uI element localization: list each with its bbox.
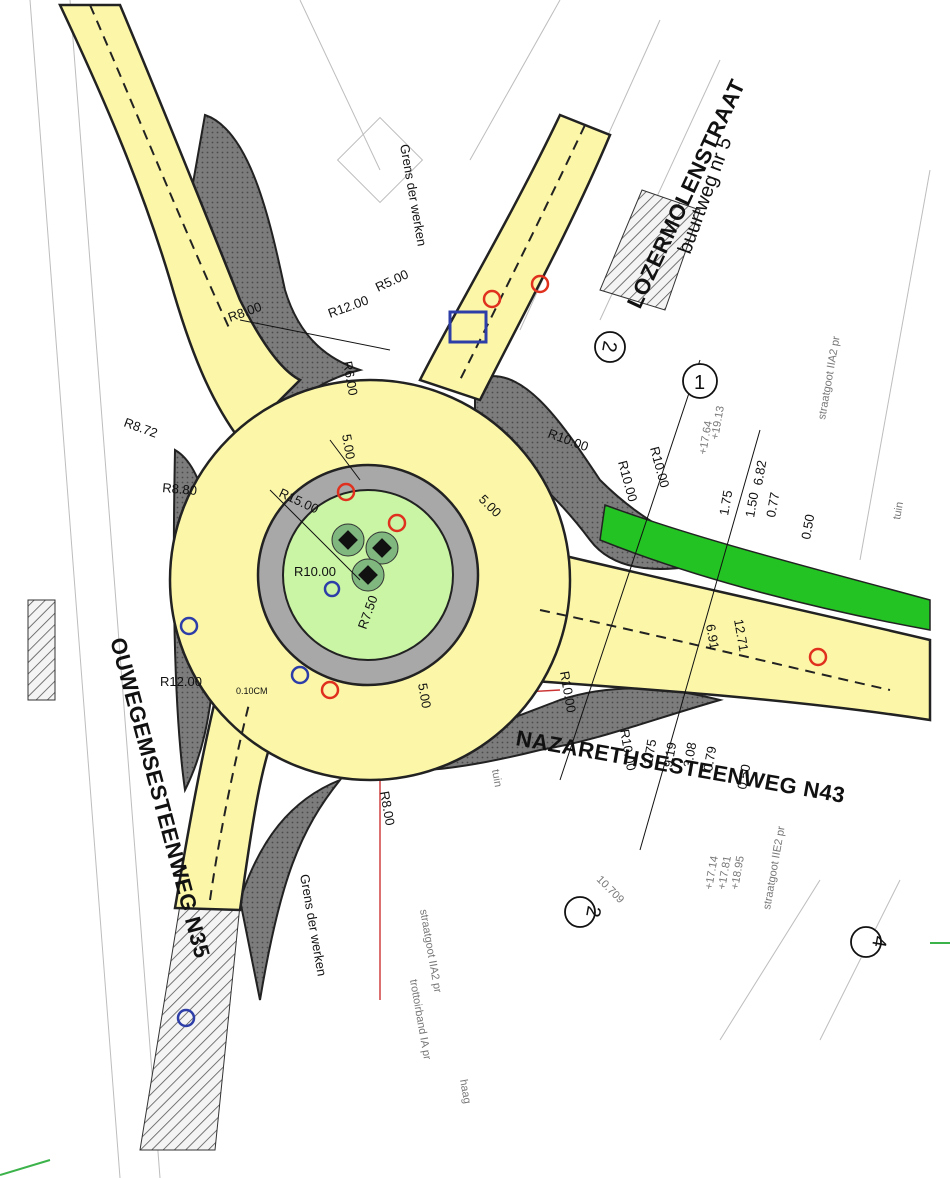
dim-r12-w: R12.00 — [160, 674, 202, 689]
callout-4: 4 — [850, 926, 891, 958]
dim-0-10: 0.10CM — [236, 686, 268, 696]
svg-text:2: 2 — [581, 904, 605, 919]
works-boundary-label-top: Grens der werken — [397, 143, 430, 247]
dim-w500-n: 5.00 — [339, 433, 358, 461]
trees — [331, 523, 399, 592]
dim-e1271: 12.71 — [731, 618, 751, 653]
dim-e691: 6.91 — [703, 623, 722, 651]
gutter-label-3: straatgoot IIE2 pr — [761, 825, 788, 911]
dim-e077: 0.77 — [763, 491, 782, 519]
level-label-6: 10.709 — [594, 874, 626, 906]
dim-s050: 0.50 — [734, 763, 753, 791]
dim-r10-s: R10.00 — [617, 728, 639, 772]
lane-dashes — [89, 4, 891, 901]
garden-label-2: tuin — [489, 768, 504, 788]
dim-s308: 3.08 — [680, 741, 699, 769]
dim-r872: R8.72 — [122, 415, 160, 441]
level-label-1: +19.13 — [709, 405, 727, 441]
boundary-tick-left — [0, 1159, 51, 1176]
callout-1: 1 — [682, 363, 718, 399]
hedge-label: haag — [457, 1078, 473, 1104]
dim-e150: 1.50 — [742, 491, 761, 519]
level-label-2: +17.64 — [697, 420, 715, 456]
markers-blue — [176, 310, 488, 1028]
dimension-lines — [239, 319, 761, 851]
curb-label: trottoirband IA pr — [407, 978, 433, 1061]
dim-r5: R5.00 — [373, 266, 411, 294]
dim-r8-sw: R8.00 — [377, 790, 398, 827]
level-label-4: +17.81 — [716, 855, 734, 891]
dim-s175: 1.75 — [640, 738, 659, 766]
dim-r10-c: R10.00 — [294, 564, 336, 579]
level-label-3: +18.95 — [729, 855, 747, 891]
hatched-areas — [27, 189, 701, 1151]
gutter-label-1: straatgoot IIA2 pr — [816, 335, 843, 421]
callout-2a: 2 — [594, 331, 626, 363]
dim-e050: 0.50 — [798, 513, 817, 541]
dim-e682: 6.82 — [750, 459, 769, 487]
callout-2b: 2 — [564, 896, 605, 928]
dim-r12-n: R12.00 — [326, 292, 371, 320]
gutter-label-2: straatgoot IIA2 pr — [417, 908, 444, 994]
dim-w500-s: 5.00 — [415, 682, 434, 710]
svg-text:4: 4 — [867, 934, 891, 949]
dim-r10-ne3: R10.00 — [647, 445, 672, 489]
dim-r10-se: R10.00 — [557, 670, 579, 714]
dim-s079: 0.79 — [700, 745, 719, 773]
level-label-5: +17.14 — [703, 855, 721, 891]
dim-r880: R8.80 — [162, 480, 198, 498]
markers-red — [320, 274, 828, 700]
svg-text:1: 1 — [694, 372, 705, 394]
garden-label-1: tuin — [891, 501, 906, 521]
works-boundary-label-bottom: Grens der werken — [297, 873, 330, 977]
dim-e175: 1.75 — [716, 489, 735, 517]
dim-r6-nw: R6.00 — [340, 360, 361, 397]
green-median — [599, 503, 931, 631]
svg-text:2: 2 — [597, 339, 621, 354]
